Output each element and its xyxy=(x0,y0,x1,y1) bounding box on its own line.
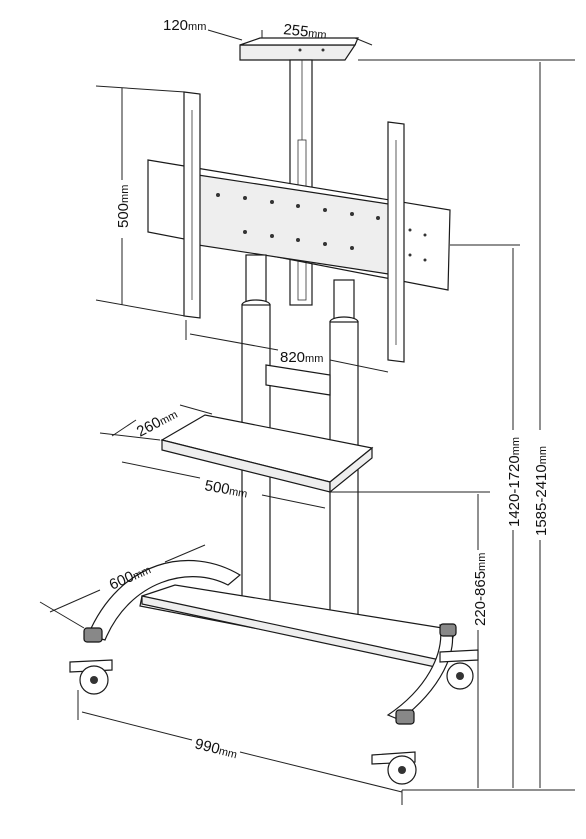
front-right-caster xyxy=(371,709,417,785)
dim-top-plate-offset: 120mm xyxy=(163,17,206,34)
dimension-lines xyxy=(39,29,575,805)
dim-vesa-height: 500mm xyxy=(115,185,132,228)
dim-base-width: 990mm xyxy=(193,735,239,762)
dim-shelf-width: 500mm xyxy=(203,477,249,501)
dim-overall-height: 1585-2410mm xyxy=(533,446,550,536)
mast xyxy=(289,59,313,306)
rear-right-caster xyxy=(439,623,479,690)
shelf xyxy=(160,414,374,494)
front-left-caster xyxy=(69,627,113,695)
dim-shelf-height: 220-865mm xyxy=(472,553,489,626)
right-vertical-bracket xyxy=(387,121,405,363)
top-plate xyxy=(239,37,359,61)
dim-mount-height: 1420-1720mm xyxy=(506,437,523,527)
left-vertical-bracket xyxy=(183,91,201,319)
horizontal-mount-frame xyxy=(147,159,451,291)
dim-vesa-width: 820mm xyxy=(280,349,323,366)
dim-top-plate-width: 255mm xyxy=(283,21,328,42)
column-crossbar xyxy=(265,364,331,396)
base-plate xyxy=(139,584,456,669)
